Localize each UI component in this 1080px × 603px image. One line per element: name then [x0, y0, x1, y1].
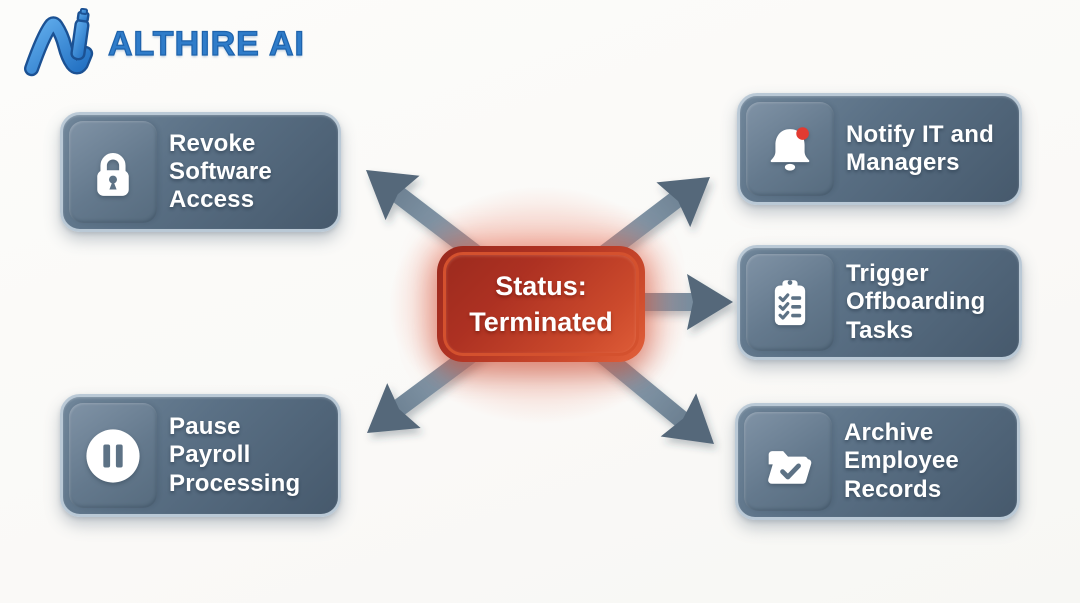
node-archive-employee-records: Archive Employee Records: [735, 403, 1020, 520]
node-trigger-offboarding-tasks: Trigger Offboarding Tasks: [737, 245, 1022, 360]
icon-panel: [69, 403, 157, 508]
lock-icon: [97, 153, 129, 196]
status-label: Status: Terminated: [469, 270, 613, 337]
node-notify-it-and-managers: Notify IT and Managers: [737, 93, 1022, 205]
node-label: Pause Payroll Processing: [169, 413, 301, 497]
logo-text: ALTHIRE AI: [107, 24, 305, 63]
pause-icon: [86, 428, 140, 483]
althire-logo-icon: [24, 8, 94, 77]
node-label: Archive Employee Records: [844, 419, 959, 503]
icon-panel: [69, 121, 157, 223]
clipboard-checklist-icon: [774, 279, 806, 325]
icon-panel: [746, 102, 834, 196]
node-label: Revoke Software Access: [169, 129, 272, 214]
folder-check-icon: [768, 450, 812, 484]
node-pause-payroll-processing: Pause Payroll Processing: [60, 394, 341, 517]
logo: ALTHIRE AI: [20, 8, 305, 80]
icon-panel: [744, 412, 832, 511]
bell-alert-icon: [770, 127, 810, 171]
status-terminated-node: Status: Terminated: [437, 246, 645, 362]
icon-panel: [746, 254, 834, 351]
node-label: Notify IT and Managers: [846, 120, 994, 176]
node-revoke-software-access: Revoke Software Access: [60, 112, 341, 232]
node-label: Trigger Offboarding Tasks: [846, 260, 986, 344]
